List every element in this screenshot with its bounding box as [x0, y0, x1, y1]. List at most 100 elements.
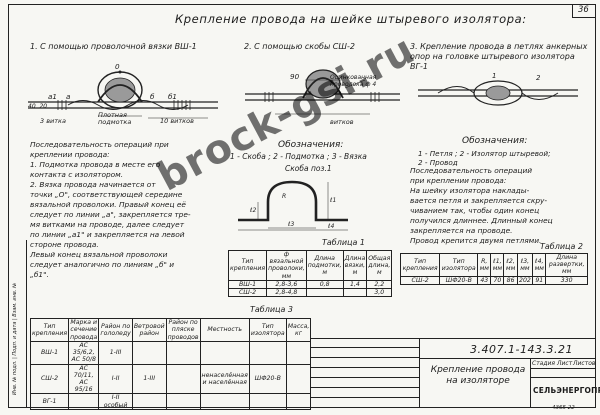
stamp-org: СЕЛЬЭНЕРГОПРОЕКТ [533, 386, 600, 395]
table2-header: ℓ1, мм [490, 253, 505, 277]
designations-title-3: Обозначения: [462, 136, 528, 146]
figure-loop: 1 2 [418, 72, 578, 106]
table2-header: ℓ3, мм [516, 253, 534, 277]
table2: Тип крепления Тип изолятора R, мм ℓ1, мм… [399, 253, 588, 285]
table1-header: Тип крепления [227, 250, 268, 281]
section-2-title: 2. С помощью скобы СШ-2 [244, 42, 355, 51]
table-cell: 70 [490, 275, 505, 285]
table-cell: 2,8-3,6 [266, 279, 307, 290]
table-cell [305, 288, 344, 298]
table3-header: Тип изолятора [248, 318, 287, 342]
table-cell: 86 [503, 275, 518, 285]
svg-text:ℓ2: ℓ2 [249, 207, 256, 214]
binding-strip [8, 240, 27, 408]
table1-caption: Таблица 1 [322, 238, 366, 247]
table3-header: Масса, кг [285, 318, 312, 342]
procedure-3: Последовательность операций при креплени… [410, 166, 553, 245]
stamp-stage-label: Стадия [532, 360, 556, 367]
table-cell [285, 341, 312, 365]
table-cell [342, 288, 368, 298]
table-cell [248, 341, 287, 365]
table-row: СШ-2 2,8-4,8 3,0 [227, 288, 393, 298]
stamp-row-line [530, 368, 596, 369]
fig2-label-vitkov: витков [330, 118, 354, 126]
table-cell: 1-III [131, 363, 167, 395]
table-cell [68, 393, 100, 410]
table-cell: ВШ-1 [227, 279, 268, 290]
footer-code: 4365 22 [552, 405, 575, 411]
table-cell: 0,8 [305, 279, 344, 290]
fig1-label-o: 0 [115, 62, 120, 71]
svg-text:ℓ3: ℓ3 [287, 221, 294, 228]
table3: Тип крепления Марка и сечение провода Ра… [29, 318, 312, 410]
table-cell: 2,2 [366, 279, 393, 290]
table-cell: ВШ-1 [29, 341, 70, 365]
table2-header: Тип изолятора [439, 253, 479, 277]
table3-header: Местность [199, 318, 250, 342]
table2-header: Тип крепления [399, 253, 441, 277]
table-cell [165, 341, 201, 365]
table-cell [165, 393, 201, 410]
table-cell [199, 341, 250, 365]
table1-header: Длина подмотки, м [305, 250, 344, 281]
table1: Тип крепления ф вязальной проволоки, мм … [227, 250, 393, 298]
table3-header: Район по гололеду [98, 318, 133, 342]
svg-text:ℓ1: ℓ1 [329, 197, 336, 204]
figure-skoba-detail: R ℓ1 ℓ2 ℓ3 ℓ4 [238, 180, 348, 231]
page-number: 36 [578, 5, 589, 15]
section-3-title: 3. Крепление провода в петлях анкерных о… [410, 42, 588, 71]
table-cell [285, 393, 312, 410]
fig1-label-10vitkov: 10 витков [160, 117, 194, 125]
fig2-dim-90: 90 [290, 72, 300, 81]
designations-3-line1: 1 - Петля ; 2 - Изолятор штыревой; [418, 149, 551, 158]
table-cell [131, 393, 167, 410]
figure-wire-tie [28, 70, 218, 119]
fig1-label-podmotka: Плотная подмотка [98, 111, 132, 126]
table2-header: ℓ2, мм [503, 253, 518, 277]
table-cell: 3,0 [366, 288, 393, 298]
table2-header: Длина развертки, мм [545, 253, 588, 277]
table-cell: 91 [532, 275, 547, 285]
stamp-sheet-label: Лист [557, 360, 573, 367]
table-cell [131, 341, 167, 365]
svg-text:1: 1 [492, 72, 496, 80]
table-row: СШ-2 ШФ20-В 43 70 86 202 91 330 [399, 275, 588, 285]
fig2-label-wire: Оцинкованная проволока ф 4 [330, 74, 377, 88]
svg-text:R: R [282, 193, 286, 200]
table-cell: 1,4 [342, 279, 368, 290]
table-cell: ненаселённая и населённая [199, 363, 250, 395]
table1-header: Общая длина, м [366, 250, 393, 281]
table2-header: ℓ4, мм [532, 253, 547, 277]
skoba-label: Скоба поз.1 [285, 164, 332, 173]
stamp-row-line-2 [530, 377, 596, 378]
page-number-box [572, 4, 596, 18]
designations-3-line2: 2 - Провод [418, 158, 458, 167]
table3-header: Марка и сечение провода [68, 318, 100, 342]
table-cell: 2,8-4,8 [266, 288, 307, 298]
table-cell: 330 [545, 275, 588, 285]
table-cell: ВГ-1 [29, 393, 70, 410]
table-row: ВГ-1 I-II особый [29, 393, 312, 410]
doc-number: 3.407.1-143.3.21 [470, 343, 573, 356]
table-cell: СШ-2 [227, 288, 268, 298]
fig1-label-vitki: 3 витка [40, 117, 66, 125]
title-block-grid [310, 338, 420, 408]
designations-2: 1 - Скоба ; 2 - Подмотка ; 3 - Вязка [230, 152, 367, 161]
page-title: Крепление провода на шейке штыревого изо… [175, 12, 527, 26]
section-1-title: 1. С помощью проволочной вязки ВШ-1 [30, 42, 197, 51]
table-row: СШ-2 АС 70/11, АС 95/16 I-II 1-III ненас… [29, 363, 312, 395]
table-cell: 1-III [98, 341, 133, 365]
table-cell: I-II особый [98, 393, 133, 410]
table2-caption: Таблица 2 [540, 242, 584, 251]
svg-text:2: 2 [536, 74, 541, 82]
table1-header: ф вязальной проволоки, мм [266, 250, 307, 281]
fig1-label-a: а [66, 92, 71, 101]
table-cell: АС 70/11, АС 95/16 [68, 363, 100, 395]
table-cell: 43 [477, 275, 492, 285]
table-cell [199, 393, 250, 410]
table-cell: I-II [98, 363, 133, 395]
stamp-name: Крепление провода на изоляторе [430, 365, 526, 386]
table3-header: Ветровой район [131, 318, 167, 342]
table2-header: R, мм [477, 253, 492, 277]
table-row: ВШ-1 2,8-3,6 0,8 1,4 2,2 [227, 279, 393, 290]
